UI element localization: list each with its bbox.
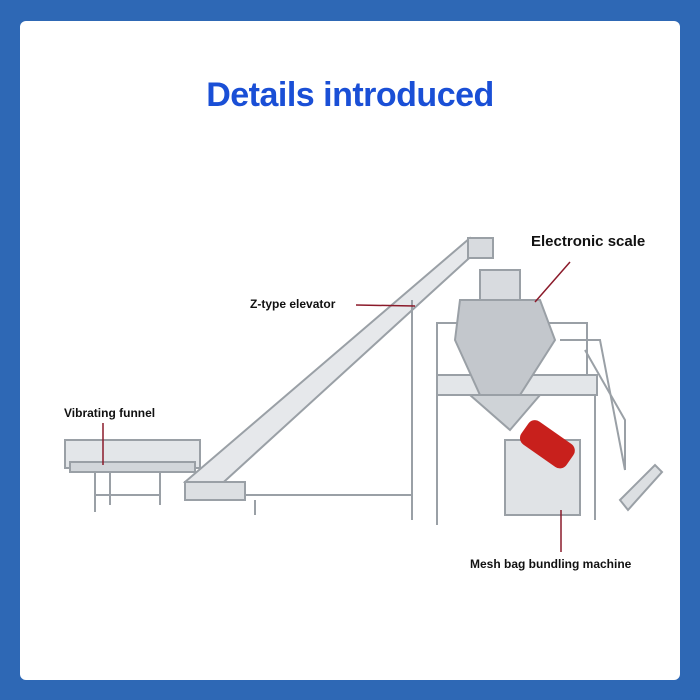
label-vibrating-funnel: Vibrating funnel: [64, 406, 156, 420]
leader-lines: [102, 261, 571, 552]
label-mesh-bag-machine: Mesh bag bundling machine: [470, 557, 632, 571]
page-title: Details introduced: [206, 76, 494, 114]
electronic-scale-machine: [436, 269, 626, 525]
label-electronic-scale: Electronic scale: [531, 233, 646, 250]
red-bag: [519, 420, 575, 469]
z-type-elevator-machine: [182, 236, 494, 520]
vibrating-funnel-machine: [64, 439, 201, 512]
mesh-bag-machine: [504, 439, 664, 516]
label-z-type-elevator: Z-type elevator: [250, 297, 336, 311]
